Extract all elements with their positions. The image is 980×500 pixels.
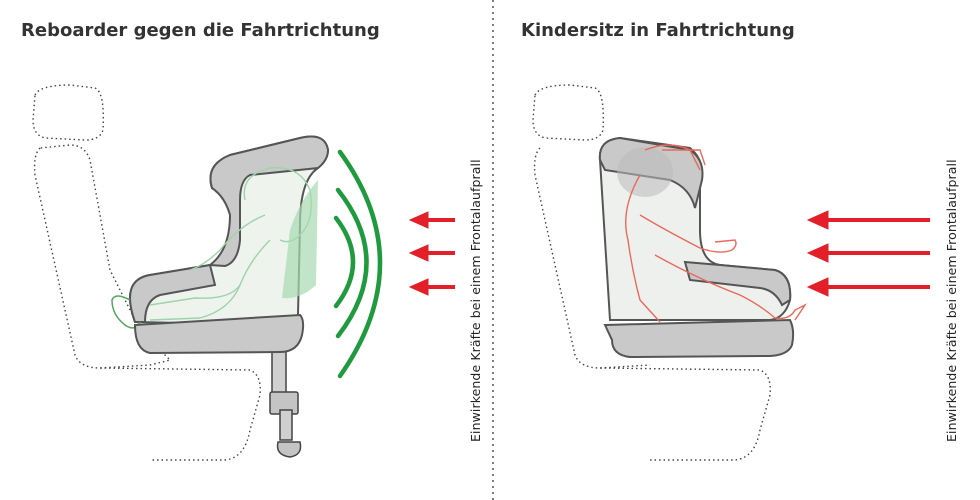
- impact-absorption-waves: [333, 149, 383, 379]
- car-seat-outline-right: [532, 84, 771, 461]
- force-label-left: Einwirkende Kräfte bei einem Frontalaufp…: [468, 159, 483, 442]
- rear-facing-seat: [111, 135, 330, 355]
- forward-facing-seat: [598, 136, 808, 359]
- support-leg: [269, 349, 302, 458]
- force-arrows-left: [408, 211, 455, 296]
- title-rear-facing: Reboarder gegen die Fahrtrichtung: [21, 20, 380, 41]
- title-forward-facing: Kindersitz in Fahrtrichtung: [521, 20, 795, 41]
- car-seat-outline-left: [32, 84, 261, 461]
- force-label-right: Einwirkende Kräfte bei einem Frontalaufp…: [944, 159, 959, 442]
- force-arrows-right: [806, 210, 930, 297]
